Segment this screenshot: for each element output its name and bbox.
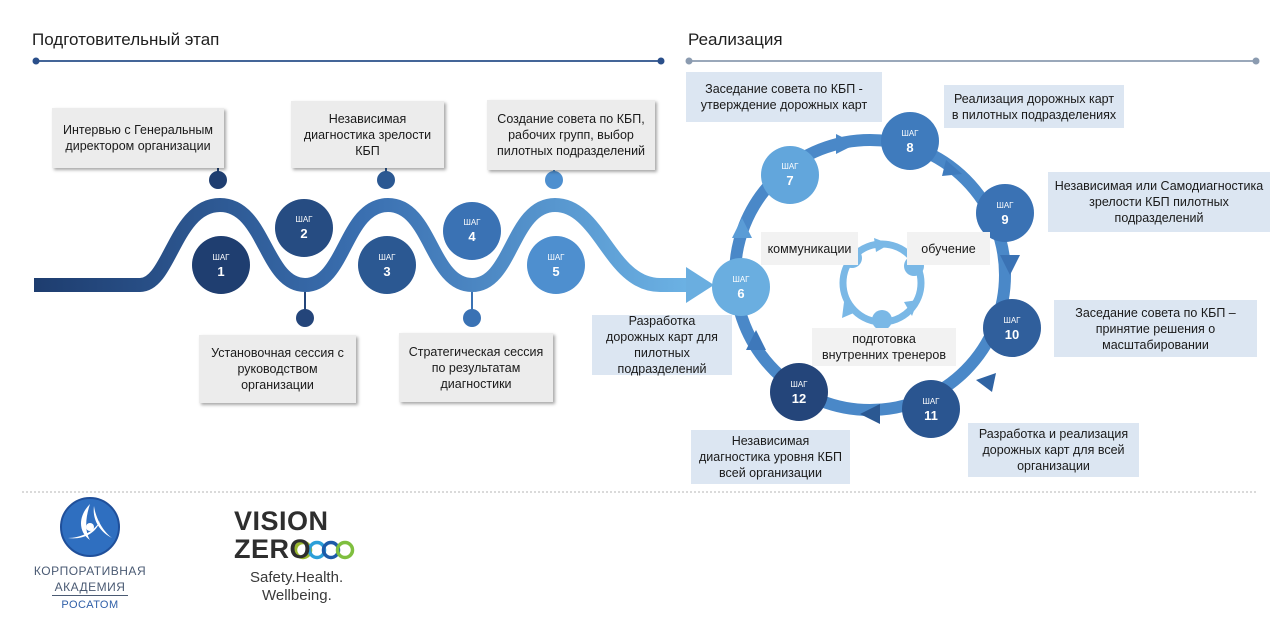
step-word-7: ШАГ: [782, 162, 800, 171]
academy-logo-line3: РОСАТОМ: [61, 599, 119, 611]
step-num-5: 5: [552, 264, 559, 279]
step-num-4: 4: [468, 229, 476, 244]
step-box-2: Установочная сессия с руководством орган…: [199, 335, 356, 403]
wave-arrowhead: [686, 267, 714, 303]
ring-arrow-7: [732, 218, 752, 238]
inner-label-communications: коммуникации: [761, 232, 858, 265]
inner-arrow-2: [904, 300, 918, 316]
step-box-8: Реализация дорожных карт в пилотных подр…: [944, 85, 1124, 128]
step-circle-9: [976, 184, 1034, 242]
step-circle-10: [983, 299, 1041, 357]
inner-label-trainers: подготовка внутренних тренеров: [812, 328, 956, 366]
step-box-11: Разработка и реализация дорожных карт дл…: [968, 423, 1139, 477]
ring-arrow-4: [976, 373, 996, 392]
step-box-6: Разработка дорожных карт для пилотных по…: [592, 314, 732, 376]
step-circle-6: [712, 258, 770, 316]
step-box-12: Независимая диагностика уровня КБП всей …: [691, 430, 850, 484]
step-num-12: 12: [792, 391, 806, 406]
ring-arrow-1: [836, 134, 856, 154]
step-word-2: ШАГ: [296, 215, 314, 224]
vision-zero-slogan-1: Safety.Health.: [250, 569, 344, 586]
connector-dot-1: [209, 171, 227, 189]
academy-logo-rule: [52, 595, 128, 596]
step-box-10: Заседание совета по КБП – принятие решен…: [1054, 300, 1257, 357]
step-word-10: ШАГ: [1004, 316, 1022, 325]
prep-section-title: Подготовительный этап: [32, 30, 220, 49]
wave-band: [34, 197, 690, 293]
step-word-6: ШАГ: [733, 275, 751, 284]
vision-zero-title: VISION: [234, 506, 329, 536]
inner-arrow-1: [874, 238, 890, 252]
vision-zero-zero-text: ZERO: [234, 534, 312, 564]
step-word-9: ШАГ: [997, 201, 1015, 210]
impl-timeline-start-dot: [685, 57, 693, 65]
prep-timeline-start-dot: [32, 57, 40, 65]
step-word-4: ШАГ: [464, 218, 482, 227]
step-box-7: Заседание совета по КБП - утверждение до…: [686, 72, 882, 122]
connector-dot-4: [463, 309, 481, 327]
step-word-3: ШАГ: [379, 253, 397, 262]
step-num-6: 6: [737, 286, 744, 301]
connector-dot-3: [377, 171, 395, 189]
step-circle-11: [902, 380, 960, 438]
ring-arrow-5: [860, 404, 880, 424]
step-circle-2: [275, 199, 333, 257]
rosatom-logo-icon: [60, 497, 120, 557]
connector-dot-2: [296, 309, 314, 327]
step-circle-7: [761, 146, 819, 204]
step-num-8: 8: [906, 140, 913, 155]
step-box-9: Независимая или Самодиагностика зрелости…: [1048, 172, 1270, 232]
step-word-12: ШАГ: [791, 380, 809, 389]
inner-label-training: обучение: [907, 232, 990, 265]
step-num-11: 11: [924, 408, 938, 423]
step-box-5: Создание совета по КБП, рабочих групп, в…: [487, 100, 655, 170]
step-num-7: 7: [786, 173, 793, 188]
inner-arrow-3: [842, 302, 856, 318]
prep-timeline-end-dot: [657, 57, 665, 65]
step-word-11: ШАГ: [923, 397, 941, 406]
step-circle-4: [443, 202, 501, 260]
step-circle-3: [358, 236, 416, 294]
academy-logo-line1: КОРПОРАТИВНАЯ: [33, 564, 147, 578]
step-box-3: Независимая диагностика зрелости КБП: [291, 101, 444, 168]
vision-zero-slogan-2: Wellbeing.: [262, 587, 332, 604]
step-num-9: 9: [1001, 212, 1008, 227]
connector-dot-5: [545, 171, 563, 189]
inner-node-bottom: [872, 310, 892, 330]
ring-arrow-2: [942, 160, 962, 176]
step-num-2: 2: [300, 226, 307, 241]
academy-logo-line2: АКАДЕМИЯ: [54, 580, 126, 594]
step-circle-5: [527, 236, 585, 294]
impl-section-title: Реализация: [688, 30, 783, 49]
step-num-1: 1: [217, 264, 224, 279]
step-box-4: Стратегическая сессия по результатам диа…: [399, 333, 553, 402]
step-word-1: ШАГ: [213, 253, 231, 262]
ring-arrow-6: [746, 330, 766, 350]
step-circle-8: [881, 112, 939, 170]
step-circle-12: [770, 363, 828, 421]
step-num-3: 3: [383, 264, 390, 279]
step-box-1: Интервью с Генеральным директором органи…: [52, 108, 224, 168]
ring-arrow-3: [1000, 255, 1020, 275]
step-circle-1: [192, 236, 250, 294]
step-num-10: 10: [1005, 327, 1019, 342]
impl-timeline-end-dot: [1252, 57, 1260, 65]
vision-zero-rings-icon: [293, 540, 355, 560]
step-word-5: ШАГ: [548, 253, 566, 262]
step-word-8: ШАГ: [902, 129, 920, 138]
